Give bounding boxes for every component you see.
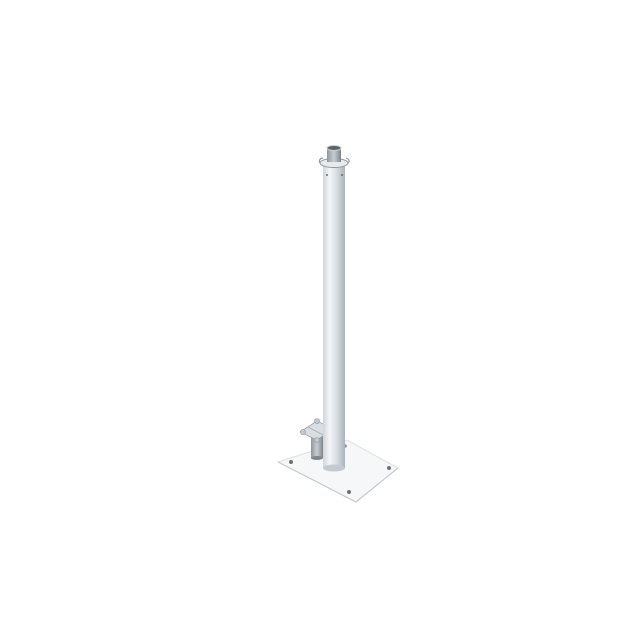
top-clamp — [318, 145, 350, 168]
main-pipe — [323, 162, 345, 472]
mounting-hole — [289, 460, 293, 464]
mounting-hole — [387, 466, 391, 470]
mounting-hole — [347, 490, 351, 494]
